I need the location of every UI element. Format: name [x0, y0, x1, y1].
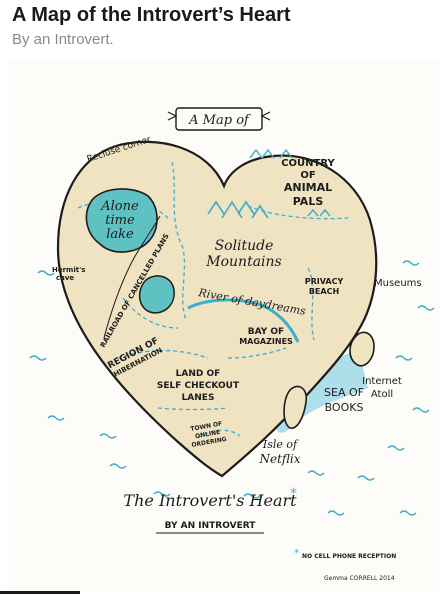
page-subtitle: By an Introvert. — [12, 31, 114, 48]
legend-title: The Introvert's Heart — [123, 491, 297, 510]
label-isle-of-netflix: Isle of Netflix — [258, 438, 300, 466]
banner: A Map of — [167, 107, 271, 131]
svg-text:MAGAZINES: MAGAZINES — [239, 337, 293, 346]
svg-text:cave: cave — [56, 274, 74, 282]
asterisk-icon: * — [290, 486, 297, 502]
pond — [138, 275, 175, 314]
label-privacy-beach: PRIVACY BEACH — [305, 277, 344, 296]
svg-text:SEA OF: SEA OF — [324, 386, 364, 399]
svg-text:PALS: PALS — [293, 195, 324, 208]
animal-pals-icons — [249, 148, 331, 217]
label-internet-atoll: Internet Atoll — [362, 376, 402, 400]
mountains-icon — [207, 200, 269, 219]
svg-text:Hermit's: Hermit's — [52, 266, 85, 274]
svg-text:Isle of: Isle of — [262, 438, 299, 451]
label-sea-of-books: SEA OF BOOKS — [324, 386, 364, 414]
sea-waves — [29, 260, 435, 516]
river-of-daydreams-river — [187, 298, 300, 343]
banner-label: A Map of — [188, 113, 251, 128]
alone-time-lake — [85, 188, 158, 253]
svg-text:Internet: Internet — [362, 376, 402, 387]
footnote-asterisk-icon: * — [294, 548, 299, 559]
label-hermits-cave: Hermit's cave — [52, 266, 85, 282]
svg-text:lake: lake — [106, 227, 134, 242]
svg-text:ONLINE: ONLINE — [195, 429, 221, 440]
svg-text:Atoll: Atoll — [371, 389, 393, 400]
svg-text:LANES: LANES — [182, 393, 215, 403]
label-museums: Museums — [374, 278, 422, 289]
svg-text:BEACH: BEACH — [309, 287, 339, 296]
svg-text:Mountains: Mountains — [205, 254, 281, 270]
label-alone-time-lake: Alone time lake — [100, 199, 139, 242]
heart-map: A Map of Recluse corner COU — [29, 107, 435, 582]
svg-text:COUNTRY: COUNTRY — [281, 158, 335, 169]
svg-text:BOOKS: BOOKS — [325, 401, 364, 414]
label-country-of-animal-pals: COUNTRY OF ANIMAL PALS — [281, 158, 335, 208]
label-land-of-self-checkout-lanes: LAND OF SELF CHECKOUT LANES — [157, 369, 240, 403]
label-solitude-mountains: Solitude Mountains — [205, 238, 281, 270]
svg-text:BAY OF: BAY OF — [248, 327, 284, 337]
svg-text:SELF CHECKOUT: SELF CHECKOUT — [157, 381, 240, 391]
svg-text:OF: OF — [300, 170, 315, 181]
svg-text:Solitude: Solitude — [215, 238, 274, 254]
svg-text:PRIVACY: PRIVACY — [305, 277, 344, 286]
internet-atoll-island — [349, 331, 375, 367]
railroad-tracks — [103, 215, 161, 339]
signature: Gemma CORRELL 2014 — [324, 575, 395, 582]
footnote: NO CELL PHONE RECEPTION — [302, 553, 396, 560]
svg-text:time: time — [105, 213, 135, 228]
svg-text:Alone: Alone — [100, 199, 139, 214]
page-title: A Map of the Introvert’s Heart — [12, 4, 291, 26]
svg-text:LAND OF: LAND OF — [176, 369, 221, 379]
map-poster: A Map of Recluse corner COU — [8, 58, 440, 592]
bottom-rule — [0, 591, 80, 594]
isle-of-netflix-island — [283, 385, 308, 429]
label-bay-of-magazines: BAY OF MAGAZINES — [239, 327, 293, 346]
legend-subtitle: BY AN INTROVERT — [165, 521, 257, 531]
svg-text:Netflix: Netflix — [258, 452, 300, 466]
svg-text:ANIMAL: ANIMAL — [284, 181, 332, 194]
